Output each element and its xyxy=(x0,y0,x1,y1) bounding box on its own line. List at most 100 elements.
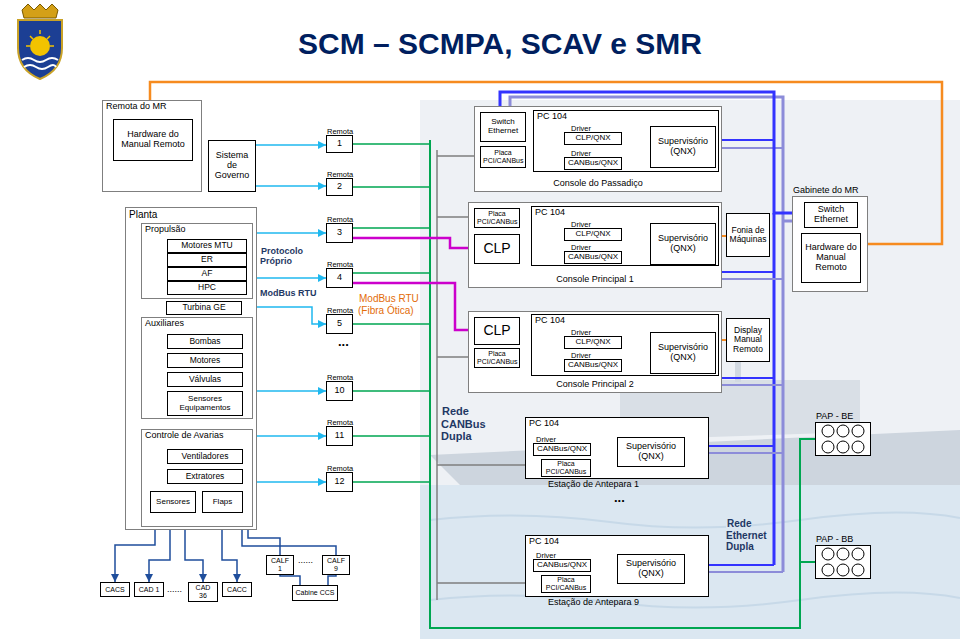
box-heading: Remota xyxy=(327,418,353,427)
protocol-note: ModBus RTU xyxy=(259,288,318,298)
supervisor-box: Supervisório (QNX) xyxy=(650,223,716,265)
supervisor-box: Supervisório (QNX) xyxy=(650,332,716,374)
box-heading: Driver xyxy=(536,435,556,444)
box-heading: Estação de Antepara 9 xyxy=(548,597,639,607)
box-label: Válvulas xyxy=(170,375,240,384)
console-box: Console Principal 2 CLP Placa PCI/CANBus PC… xyxy=(468,311,722,393)
box-label: Turbina GE xyxy=(169,303,239,312)
pap-panel xyxy=(815,422,871,579)
box-label: AF xyxy=(170,269,244,278)
box-heading: PAP - BE xyxy=(816,411,853,421)
box-label: Supervisório (QNX) xyxy=(653,234,713,254)
box-label: CACC xyxy=(225,586,249,594)
box-heading: Auxiliares xyxy=(145,318,184,328)
box-heading: Driver xyxy=(571,351,591,360)
pc-board: PC 104DriverCLP/QNXDriverCANBus/QNXSuper… xyxy=(531,206,719,266)
remote-unit: Remota1 xyxy=(326,135,353,153)
box-label: Placa PCI/CANBus xyxy=(483,149,523,164)
board-box: Placa PCI/CANBus xyxy=(474,208,520,228)
box-label: Switch Ethernet xyxy=(807,205,855,225)
connector xyxy=(280,575,300,585)
box-heading: Remota xyxy=(327,306,353,315)
box-heading: Remota xyxy=(327,260,353,269)
hardware-box: Hardware do Manual Remoto xyxy=(801,233,861,283)
switch-box: Switch Ethernet xyxy=(480,112,526,142)
driver-box: DriverCANBus/QNX xyxy=(533,559,591,572)
connector xyxy=(242,527,336,555)
box-heading: Driver xyxy=(571,328,591,337)
cabin-box: Cabine CCS xyxy=(292,585,338,601)
box-label: Supervisório (QNX) xyxy=(653,137,713,157)
supervisor-box: Supervisório (QNX) xyxy=(650,126,716,168)
page-title: SCM – SCMPA, SCAV e SMR xyxy=(200,26,800,62)
ethernet-network xyxy=(510,97,803,572)
box-label: Ventiladores xyxy=(170,452,240,461)
connector xyxy=(353,238,474,248)
equipment-box: AF xyxy=(167,267,247,281)
box-heading: Console Principal 2 xyxy=(556,379,634,389)
equipment-box: HPC xyxy=(167,281,247,295)
driver-box: DriverCANBus/QNX xyxy=(533,443,591,456)
ellipsis-mark: ...... xyxy=(297,555,314,565)
station-box: CALF 1 xyxy=(266,555,294,575)
remote-unit: Remota10 xyxy=(326,381,353,401)
box-label: CLP xyxy=(477,241,517,256)
pap-box: PAP - BE xyxy=(815,422,871,456)
pap-box: PAP - BB xyxy=(815,545,871,579)
system-box: Sistema de Governo xyxy=(208,140,256,192)
remote-unit: Remota11 xyxy=(326,426,353,446)
box-label: CALF 9 xyxy=(325,557,347,572)
box-heading: PC 104 xyxy=(529,536,559,546)
box-label: CLP xyxy=(477,323,517,338)
connector xyxy=(500,92,804,213)
equipment-box: ER xyxy=(167,253,247,267)
subsystem-group: Controle de AvariasVentiladoresExtratore… xyxy=(141,429,253,527)
box-heading: PC 104 xyxy=(529,418,559,428)
box-label: CANBus/QNX xyxy=(567,253,619,262)
pc-board: PC 104DriverCLP/QNXDriverCANBus/QNXSuper… xyxy=(533,110,719,172)
box-heading: Driver xyxy=(571,243,591,252)
equipment-box: Motores MTU xyxy=(167,239,247,253)
driver-box: DriverCANBus/QNX xyxy=(564,157,622,170)
box-heading: Remota do MR xyxy=(106,101,167,111)
box-heading: PC 104 xyxy=(535,315,565,325)
driver-box: DriverCANBus/QNX xyxy=(564,359,622,372)
panel-box: Display Manual Remoto xyxy=(726,318,770,362)
cabinet-group: Gabinete do MRSwitch EthernetHardware do… xyxy=(792,196,868,292)
box-label: Placa PCI/CANBus xyxy=(477,350,517,365)
board-box: Placa PCI/CANBus xyxy=(480,146,526,168)
switch-box: Switch Ethernet xyxy=(804,202,858,228)
connector xyxy=(253,481,326,483)
box-label: Motores xyxy=(170,356,240,365)
pc-board: PC 104Estação de Antepara 9DriverCANBus/… xyxy=(525,535,709,597)
box-label: Extratores xyxy=(170,472,240,481)
driver-box: DriverCLP/QNX xyxy=(564,336,622,349)
box-heading: Driver xyxy=(536,551,556,560)
box-label: Sensores Equipamentos xyxy=(170,395,240,413)
canbus-network xyxy=(353,140,815,628)
box-heading: Remota xyxy=(327,127,353,136)
board-box: Placa PCI/CANBus xyxy=(474,348,520,368)
box-label: CLP/QNX xyxy=(567,230,619,239)
box-heading: Propulsão xyxy=(145,224,186,234)
box-label: CANBus/QNX xyxy=(567,361,619,370)
box-label: CANBus/QNX xyxy=(536,561,588,570)
equipment-box: Sensores xyxy=(150,491,196,513)
box-label: 3 xyxy=(329,228,350,238)
box-label: CALF 1 xyxy=(269,557,291,572)
remote-unit: Remota4 xyxy=(326,268,353,288)
box-heading: Console do Passadiço xyxy=(553,178,643,188)
box-label: Motores MTU xyxy=(170,241,244,250)
subsystem-group: PropulsãoMotores MTU ER AF HPC xyxy=(141,223,253,299)
box-label: Placa PCI/CANBus xyxy=(544,576,588,591)
network-note: ModBus RTU (Fibra Ótica) xyxy=(358,293,419,316)
box-label: 2 xyxy=(329,182,350,192)
box-label: Sensores xyxy=(153,498,193,507)
box-label: Hardware do Manual Remoto xyxy=(804,243,858,273)
box-heading: Driver xyxy=(571,124,591,133)
station-box: CACS xyxy=(100,582,130,597)
box-label: 5 xyxy=(329,319,350,329)
driver-box: DriverCLP/QNX xyxy=(564,228,622,241)
navy-emblem xyxy=(18,4,62,79)
box-label: CAD 36 xyxy=(191,584,215,599)
